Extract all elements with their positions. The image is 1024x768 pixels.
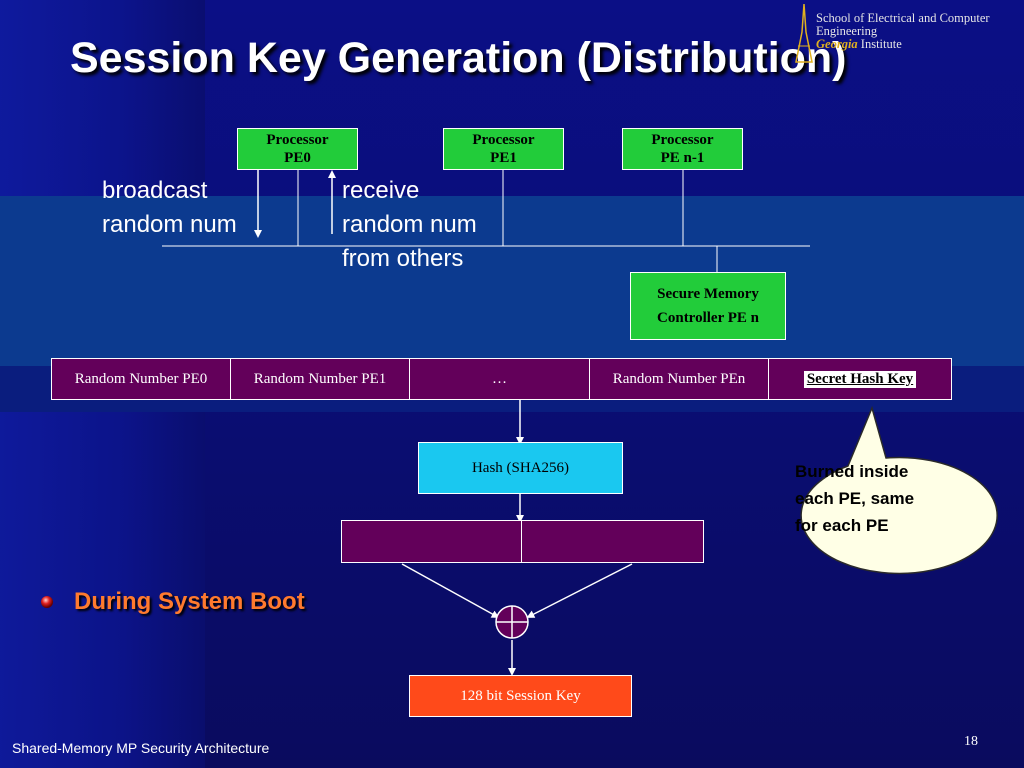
xor-icon <box>495 605 529 639</box>
random-number-pe1-cell: Random Number PE1 <box>230 358 410 400</box>
school-logo: School of Electrical and Computer Engine… <box>792 2 1024 64</box>
processor-pen1-line2: PE n-1 <box>660 150 705 166</box>
logo-line-1: School of Electrical and Computer <box>816 11 990 25</box>
logo-georgia: Georgia <box>816 37 858 51</box>
callout-bubble <box>800 405 998 575</box>
page-number: 18 <box>964 734 978 749</box>
receive-label: receive random num from others <box>342 174 477 276</box>
hash-output-row <box>341 520 704 563</box>
logo-institute: Institute <box>860 37 902 51</box>
processor-pe0: Processor PE0 <box>237 128 358 170</box>
callout-line1: Burned inside <box>795 462 909 481</box>
memory-controller-line2: Controller PE n <box>657 310 759 326</box>
processor-pen1: Processor PE n-1 <box>622 128 743 170</box>
processor-pen1-line1: Processor <box>651 132 714 148</box>
secret-hash-key-label: Secret Hash Key <box>803 370 917 388</box>
bullet-icon <box>41 596 53 608</box>
receive-label-line1: receive <box>342 177 420 204</box>
ellipsis-cell: … <box>409 358 590 400</box>
tower-icon <box>795 3 813 63</box>
hash-sha256-box: Hash (SHA256) <box>418 442 623 494</box>
receive-label-line3: from others <box>342 245 464 272</box>
bullet-during-system-boot: During System Boot <box>74 588 305 615</box>
processor-pe1: Processor PE1 <box>443 128 564 170</box>
callout-line2: each PE, same <box>795 489 915 508</box>
middle-band <box>0 196 1024 366</box>
memory-controller-line1: Secure Memory <box>657 286 759 302</box>
secret-hash-key-cell: Secret Hash Key <box>768 358 952 400</box>
broadcast-label-line2: random num <box>102 211 237 238</box>
receive-label-line2: random num <box>342 211 477 238</box>
processor-pe0-line1: Processor <box>266 132 329 148</box>
slide-title: Session Key Generation (Distribution) <box>70 34 847 82</box>
right-to-xor-arrow <box>526 563 633 618</box>
session-key-box: 128 bit Session Key <box>409 675 632 717</box>
random-number-pe0-cell: Random Number PE0 <box>51 358 231 400</box>
processor-pe0-line2: PE0 <box>284 150 311 166</box>
hash-output-divider <box>521 521 522 562</box>
callout-line3: for each PE <box>795 516 889 535</box>
footer-text: Shared-Memory MP Security Architecture <box>12 740 270 756</box>
secure-memory-controller: Secure Memory Controller PE n <box>630 272 786 340</box>
callout-text: Burned inside each PE, same for each PE <box>795 458 914 539</box>
logo-line-2: Engineering <box>816 24 878 38</box>
processor-pe1-line1: Processor <box>472 132 535 148</box>
broadcast-label: broadcast random num <box>102 174 237 242</box>
broadcast-label-line1: broadcast <box>102 177 208 204</box>
left-to-xor-arrow <box>401 563 500 618</box>
processor-pe1-line2: PE1 <box>490 150 517 166</box>
random-number-pen-cell: Random Number PEn <box>589 358 769 400</box>
